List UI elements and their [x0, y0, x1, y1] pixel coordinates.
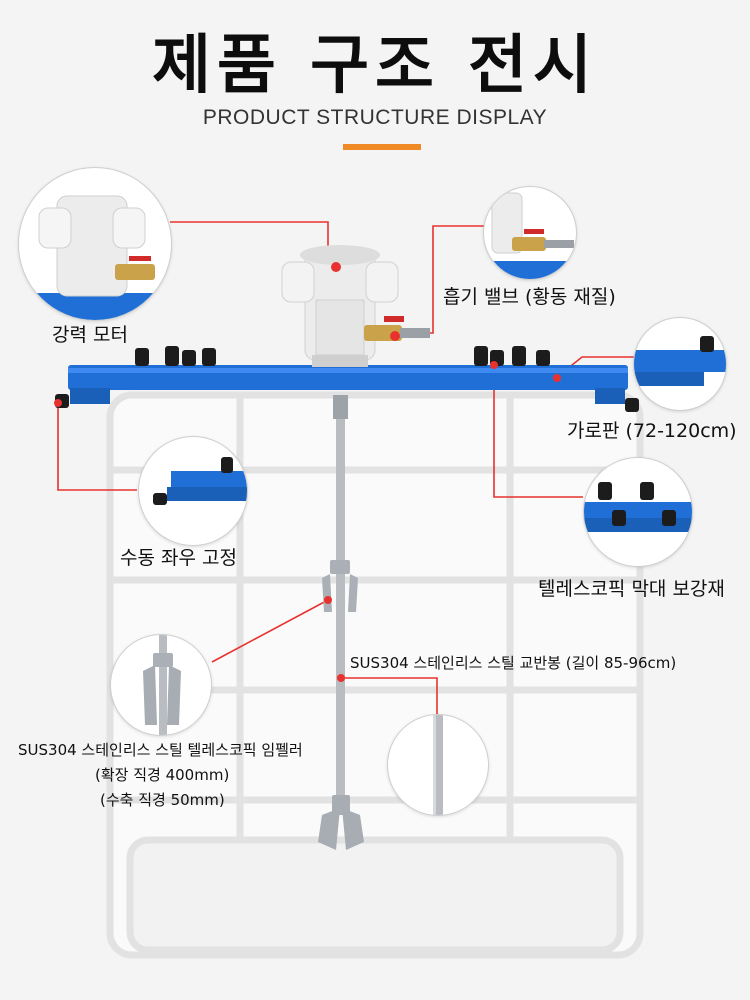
callout-impeller-line1: SUS304 스테인리스 스틸 텔레스코픽 임펠러 — [18, 741, 303, 759]
impeller-blades — [318, 795, 364, 850]
callout-impeller-line3: (수축 직경 50mm) — [100, 791, 225, 809]
manual-lock-detail-image — [153, 457, 247, 505]
impeller-detail-image — [143, 635, 181, 735]
mixing-shaft — [336, 395, 345, 815]
impeller-detail-circle — [110, 634, 212, 736]
crossbar-detail-image — [634, 336, 726, 386]
valve-detail-image — [484, 192, 576, 279]
page-title: 제품 구조 전시 — [152, 29, 598, 103]
page-subtitle: PRODUCT STRUCTURE DISPLAY — [202, 106, 548, 129]
callout-shaft: SUS304 스테인리스 스틸 교반봉 (길이 85-96cm) — [350, 654, 677, 672]
callout-crossbar: 가로판 (72-120cm) — [567, 420, 737, 442]
telescopic-rod-detail-circle — [583, 457, 693, 567]
shaft-detail-image — [433, 715, 443, 815]
callout-manual-fix: 수동 좌우 고정 — [120, 547, 237, 569]
callout-impeller-line2: (확장 직경 400mm) — [95, 766, 230, 784]
motor-detail-circle — [18, 167, 172, 321]
manual-lock-detail-circle — [138, 436, 248, 546]
telescopic-impeller-upper — [322, 560, 358, 612]
motor-detail-image — [19, 195, 171, 320]
crossbar-frame — [68, 365, 628, 404]
ibc-tank-background — [106, 391, 644, 959]
air-motor — [281, 245, 399, 367]
crossbar-knobs — [55, 346, 639, 412]
indicator-dots — [54, 262, 561, 682]
shaft-detail-circle — [387, 714, 489, 816]
callout-motor: 강력 모터 — [52, 324, 128, 346]
callout-valve: 흡기 밸브 (황동 재질) — [443, 286, 616, 308]
crossbar-detail-circle — [633, 317, 727, 411]
callout-telescopic-rod: 텔레스코픽 막대 보강재 — [538, 578, 725, 600]
telescopic-rod-detail-image — [584, 482, 692, 532]
accent-divider — [343, 144, 421, 150]
valve-detail-circle — [483, 186, 577, 280]
